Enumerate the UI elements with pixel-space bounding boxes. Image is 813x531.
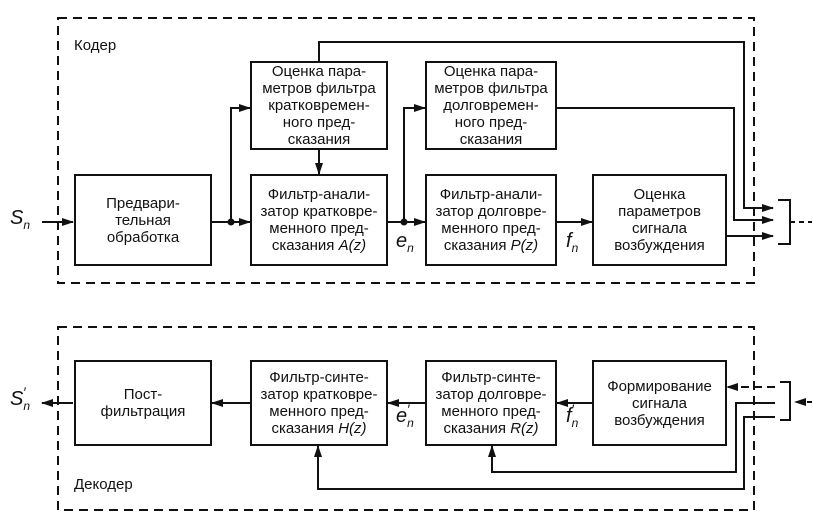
short-term-analysis-filter-fn: A(z) [338,237,367,254]
long-term-estimate-block: Оценка пара- метров фильтра долговремен-… [425,61,557,150]
long-term-estimate-text: Оценка пара- метров фильтра долговремен-… [434,63,548,148]
postfilter-text: Пост- фильтрация [100,386,186,420]
branch-to-long-est [403,104,426,222]
preprocessing-text: Предвари- тельная обработка [106,194,180,246]
short-term-estimate-block: Оценка пара- метров фильтра кратковремен… [250,61,388,150]
short-params-out [318,41,774,212]
f-prime-n-label: fn′ [566,401,579,430]
long-term-analysis-filter-block: Фильтр-анали- затор долговре- менного пр… [425,174,557,266]
long-term-synthesis-filter-text: Фильтр-синте- затор долговре- менного пр… [435,369,547,437]
short-term-estimate-text: Оценка пара- метров фильтра кратковремен… [262,63,376,148]
excitation-forming-block: Формирование сигнала возбуждения [592,360,727,446]
junction-dot [400,218,408,226]
short-term-analysis-filter-text: Фильтр-анали- затор кратковре- менного п… [260,186,378,254]
input-signal-label: Sn [10,207,31,232]
short-term-analysis-filter-block: Фильтр-анали- затор кратковре- менного п… [250,174,388,266]
short-term-synthesis-filter-fn: H(z) [338,420,367,437]
in-to-long-synth [488,402,775,473]
e-prime-n-label: en′ [396,401,414,430]
decoder-input-bracket [780,381,791,421]
encoder-label: Кодер [74,37,117,54]
long-term-synthesis-filter-fn: R(z) [510,420,539,437]
branch-to-short-est [230,104,251,222]
excitation-forming-text: Формирование сигнала возбуждения [607,377,712,429]
encoder-frame [57,17,755,284]
long-term-synthesis-filter-block: Фильтр-синте- затор долговре- менного пр… [425,360,557,446]
preprocessing-block: Предвари- тельная обработка [74,174,212,266]
excitation-estimate-text: Оценка параметров сигнала возбуждения [614,186,705,254]
e-n-label: en [396,230,414,255]
short-term-synthesis-filter-block: Фильтр-синте- затор кратковре- менного п… [250,360,388,446]
short-term-synthesis-filter-text: Фильтр-синте- затор кратковре- менного п… [260,369,378,437]
long-term-analysis-filter-fn: P(z) [510,237,539,254]
f-n-label: fn [566,230,579,255]
in-to-short-synth [314,416,775,490]
decoder-label: Декодер [74,476,133,493]
long-term-analysis-filter-text: Фильтр-анали- затор долговре- менного пр… [435,186,547,254]
postfilter-block: Пост- фильтрация [74,360,212,446]
encoder-output-bracket [778,199,791,245]
output-signal-label: Sn′ [10,384,31,413]
junction-dot [227,218,235,226]
excitation-estimate-block: Оценка параметров сигнала возбуждения [592,174,727,266]
decoder-frame [57,326,755,511]
long-params-out [557,107,774,224]
